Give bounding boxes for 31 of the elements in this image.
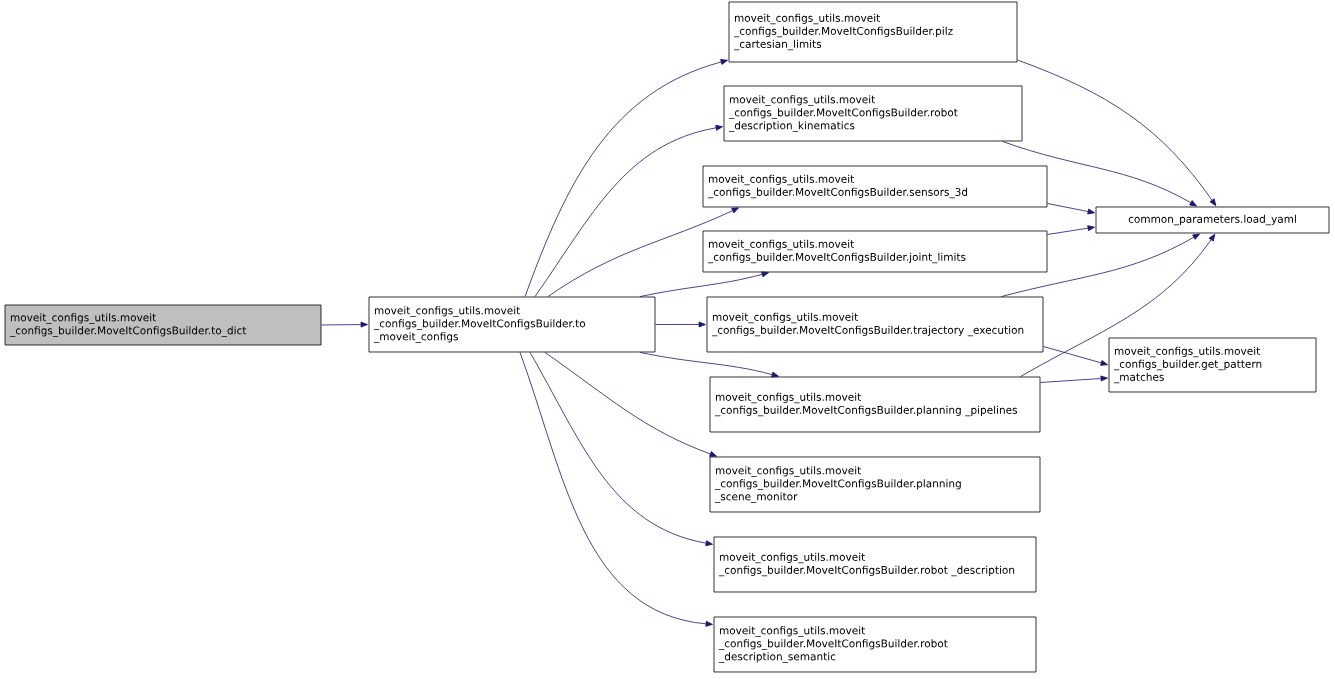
arrow [1040,375,1108,383]
arrow [529,352,713,547]
arrow [1043,346,1108,366]
arrow [321,321,368,328]
arrow [1017,59,1217,207]
arrow [524,59,728,297]
function-box: moveit_configs_utils.moveit _configs_builder.MoveItConfigsBuilder.joint_limits [702,230,1048,273]
function-box: moveit_configs_utils.moveit _configs_builder.MoveItConfigsBuilder.trajectory _execution [706,296,1044,353]
function-box: moveit_configs_utils.moveit _configs_builder.MoveItConfigsBuilder.to _moveit_configs [368,296,656,353]
function-box: moveit_configs_utils.moveit _configs_builder.MoveItConfigsBuilder.robot _description [713,536,1037,593]
arrow [655,321,706,328]
arrow [1002,141,1197,207]
function-box: moveit_configs_utils.moveit _configs_builder.MoveItConfigsBuilder.robot _description_kinematics [723,85,1023,142]
arrow [519,352,713,627]
arrow [1020,233,1216,377]
function-box: moveit_configs_utils.moveit _configs_builder.get_pattern _matches [1108,337,1317,393]
arrow [547,207,739,297]
function-box: moveit_configs_utils.moveit _configs_builder.MoveItConfigsBuilder.sensors_3d [702,165,1048,208]
function-box: moveit_configs_utils.moveit _configs_builder.MoveItConfigsBuilder.robot _description_semantic [713,616,1037,673]
arrow [544,352,717,457]
arrow [639,352,779,378]
arrow [639,271,769,297]
arrow [1001,233,1200,297]
arrow [1047,203,1095,215]
function-box: moveit_configs_utils.moveit _configs_builder.MoveItConfigsBuilder.to_dict [4,304,322,346]
arrow [534,124,723,297]
function-box: moveit_configs_utils.moveit _configs_builder.MoveItConfigsBuilder.pilz _cartesian_limits [728,1,1018,63]
function-box: moveit_configs_utils.moveit _configs_builder.MoveItConfigsBuilder.planning _scene_monitor [709,456,1041,513]
function-box: common_parameters.load_yaml [1095,206,1330,234]
function-box: moveit_configs_utils.moveit _configs_builder.MoveItConfigsBuilder.planning _pipelines [709,376,1041,433]
arrow [1047,225,1095,235]
